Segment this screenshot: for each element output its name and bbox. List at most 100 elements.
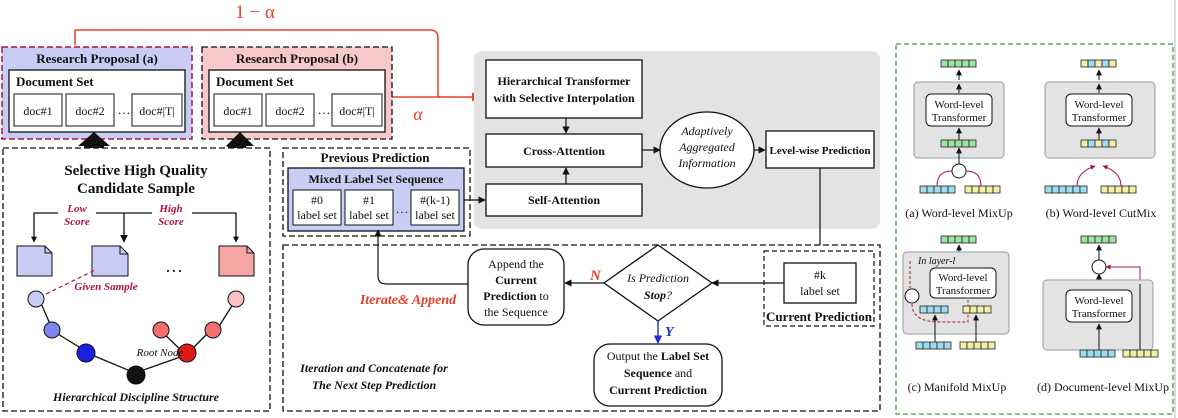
research-proposal-b: Research Proposal (b) Document Set doc#1… xyxy=(201,46,393,140)
token-cell xyxy=(959,341,968,350)
proposal-b-doc-2: doc#2 xyxy=(275,104,304,118)
decision-line1: Is Prediction xyxy=(626,271,689,285)
previous-prediction-panel: Previous Prediction Mixed Label Set Sequ… xyxy=(282,147,471,237)
token-cell xyxy=(940,59,949,68)
token-cell xyxy=(947,185,956,194)
variant-a-block-line1: Word-level xyxy=(934,99,983,111)
token-cell xyxy=(926,185,935,194)
hierarchical-transformer-block: Hierarchical Transformer with Selective … xyxy=(485,59,643,119)
token-cell xyxy=(1150,349,1159,358)
token-cell xyxy=(1101,235,1110,244)
research-proposal-a: Research Proposal (a) Document Set doc#1… xyxy=(1,46,193,140)
token-cell xyxy=(968,139,977,148)
token-cell xyxy=(1129,349,1138,358)
token-cell xyxy=(943,341,952,350)
token-cell xyxy=(1136,349,1145,358)
token-cell xyxy=(954,235,963,244)
block-arrow-up-b xyxy=(226,132,254,158)
low-score-label-2: Score xyxy=(64,216,90,228)
token-cell xyxy=(976,305,985,314)
token-cell xyxy=(1094,59,1103,68)
candidate-title-line1: Selective High Quality xyxy=(64,163,208,179)
token-cell xyxy=(973,341,982,350)
variant-d-caption: (d) Document-level MixUp xyxy=(1037,380,1169,394)
hierarchical-transformer-line1: Hierarchical Transformer xyxy=(498,74,632,88)
variant-c: In layer-l Word-level Transformer (c) Ma… xyxy=(902,235,1010,394)
token-cell xyxy=(1107,349,1116,358)
level-wise-prediction-block: Level-wise Prediction xyxy=(765,130,875,169)
output-tokens-d xyxy=(1080,235,1117,244)
self-attention-block: Self-Attention xyxy=(485,183,643,217)
current-label-line2: label set xyxy=(800,284,840,298)
token-cell xyxy=(992,185,1001,194)
output-label-set: Label Set xyxy=(661,349,709,363)
token-cell xyxy=(1086,349,1095,358)
no-label: N xyxy=(589,268,602,284)
label-set-k-1-line1: #(k-1) xyxy=(420,193,450,207)
token-cell xyxy=(1080,139,1089,148)
token-cell xyxy=(1143,349,1152,358)
high-score-label-1: High xyxy=(158,203,182,215)
output-line2: Sequence and xyxy=(624,366,692,380)
proposal-b-ellipsis: … xyxy=(318,102,331,117)
input-b-tokens-d xyxy=(1122,349,1159,358)
token-cell xyxy=(940,235,949,244)
append-line3: Prediction to xyxy=(483,289,548,303)
token-cell xyxy=(961,59,970,68)
token-cell xyxy=(1114,185,1123,194)
token-cell xyxy=(947,59,956,68)
token-cell xyxy=(962,305,971,314)
token-cell xyxy=(1101,139,1110,148)
high-score-label-2: Score xyxy=(158,216,184,228)
output-tokens-b xyxy=(1080,59,1117,68)
aggregated-line1: Adaptively xyxy=(680,124,733,138)
token-cell xyxy=(1093,349,1102,358)
token-cell xyxy=(933,185,942,194)
token-cell xyxy=(1058,185,1067,194)
token-cell xyxy=(936,341,945,350)
token-cell xyxy=(926,305,935,314)
root-node-label: Root Node xyxy=(136,347,184,359)
token-cell xyxy=(1087,59,1096,68)
low-score-label-1: Low xyxy=(66,203,87,215)
label-set-0-line1: #0 xyxy=(311,193,323,207)
token-cell xyxy=(1107,185,1116,194)
input-a-tokens-c xyxy=(915,341,952,350)
append-prediction: Prediction xyxy=(483,289,536,303)
variant-c-caption: (c) Manifold MixUp xyxy=(908,380,1007,394)
decision-stop: Stop xyxy=(644,288,666,302)
variant-d-block-line1: Word-level xyxy=(1074,295,1123,307)
token-cell xyxy=(964,185,973,194)
previous-prediction-title: Previous Prediction xyxy=(321,150,431,165)
token-cell xyxy=(947,139,956,148)
tree-node-branch-low xyxy=(76,343,96,363)
aggregated-information-node: Adaptively Aggregated Information xyxy=(659,111,755,189)
cross-attention-label: Cross-Attention xyxy=(523,144,605,158)
token-cell xyxy=(940,185,949,194)
iterate-word: Iterate xyxy=(359,293,398,308)
variant-d-block-line2: Transformer xyxy=(1072,308,1127,320)
label-set-k-1-line2: label set xyxy=(415,208,455,222)
current-prediction-title: Current Prediction xyxy=(766,309,873,324)
mixed-sequence-title: Mixed Label Set Sequence xyxy=(309,172,445,186)
label-set-0-line2: label set xyxy=(297,208,337,222)
variant-b-block-line1: Word-level xyxy=(1074,99,1123,111)
tree-node-mid-high-left xyxy=(152,321,170,339)
mixed-tokens-a xyxy=(940,139,977,148)
hidden-tokens-c1 xyxy=(919,305,949,314)
tree-node-leaf-high xyxy=(227,290,245,308)
variant-a-caption: (a) Word-level MixUp xyxy=(905,206,1012,220)
token-cell xyxy=(1065,185,1074,194)
token-cell xyxy=(1087,235,1096,244)
token-cell xyxy=(1108,139,1117,148)
proposal-a-doc-T: doc#|T| xyxy=(139,104,174,118)
label-set-1-line1: #1 xyxy=(363,193,375,207)
token-cell xyxy=(969,305,978,314)
input-a-tokens-b xyxy=(1044,185,1088,194)
append-word: & Append xyxy=(398,293,457,308)
token-cell xyxy=(915,341,924,350)
output-line1: Output the Label Set xyxy=(607,349,709,363)
proposal-b-doc-T: doc#|T| xyxy=(339,104,374,118)
input-b-tokens-b xyxy=(1100,185,1137,194)
